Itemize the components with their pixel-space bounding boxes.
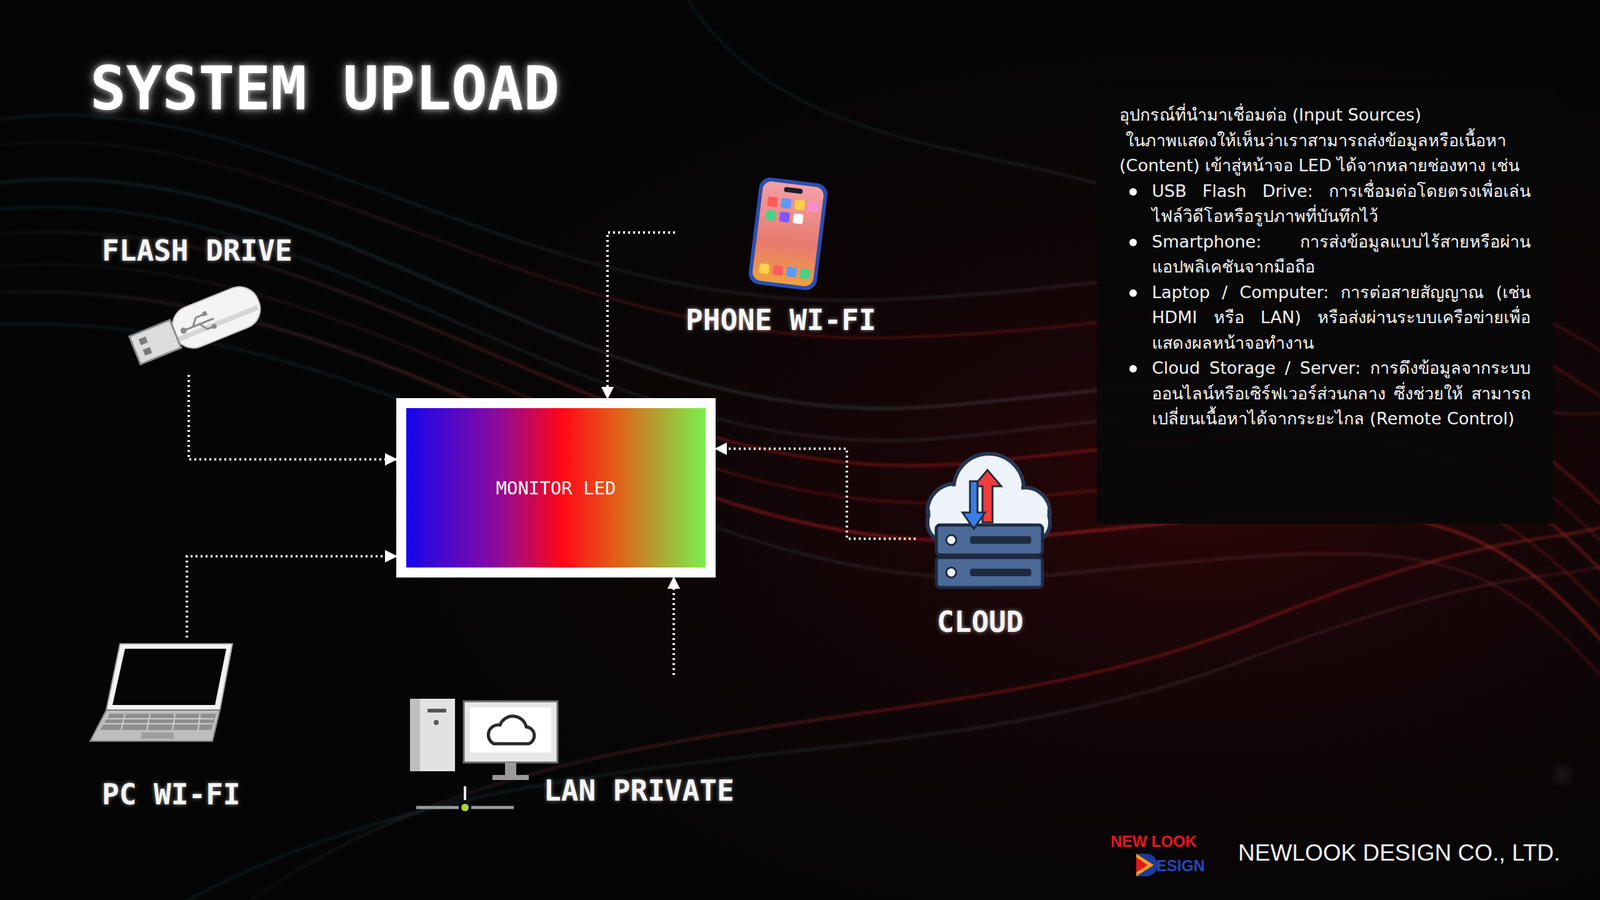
device-label: FLASH DRIVE xyxy=(101,235,293,267)
device-label: PHONE WI-FI xyxy=(685,304,877,337)
cloud-server-icon xyxy=(927,453,1050,588)
panel-heading: อุปกรณ์ที่นำมาเชื่อมต่อ (Input Sources) xyxy=(1119,102,1531,129)
diagram-title: SYSTEM UPLOAD xyxy=(90,56,560,123)
dotted-connector xyxy=(607,232,675,399)
info-panel: อุปกรณ์ที่นำมาเชื่อมต่อ (Input Sources)ใ… xyxy=(1096,83,1554,524)
lan-computer-icon xyxy=(410,698,558,812)
monitor-label: MONITOR LED xyxy=(495,477,616,499)
cloud-node: CLOUD xyxy=(915,456,1060,644)
dotted-connector xyxy=(188,375,397,460)
panel-paragraph: ในภาพแสดงให้เห็นว่าเราสามารถส่งข้อมูลหรื… xyxy=(1119,128,1531,179)
monitor-box: MONITOR LED xyxy=(396,398,716,578)
bullet-item: USB Flash Drive: การเชื่อมต่อโดยตรงเพื่อ… xyxy=(1119,178,1531,230)
monitor-screen: MONITOR LED xyxy=(406,408,706,568)
phone-icon xyxy=(747,176,829,292)
logo-mark xyxy=(1136,853,1158,877)
dotted-connector xyxy=(186,556,397,638)
flash-drive-node: FLASH DRIVE xyxy=(93,231,307,375)
device-label: CLOUD xyxy=(936,606,1024,639)
logo-text: NEW LOOK xyxy=(1110,832,1197,851)
bullet-item: Cloud Storage / Server: การดึงข้อมูลจากร… xyxy=(1119,355,1531,432)
phone-node: PHONE WI-FI xyxy=(675,171,882,341)
dotted-connector xyxy=(715,448,916,539)
bullet-item: Laptop / Computer: การต่อสายสัญญาณ (เช่น… xyxy=(1119,280,1531,357)
bullet-item: Smartphone: การส่งข้อมูลแบบไร้สายหรือผ่า… xyxy=(1119,229,1531,280)
pc-node: PC WI-FI xyxy=(87,637,246,815)
dotted-connector xyxy=(672,577,675,675)
logo-text: ESIGN xyxy=(1156,856,1205,875)
usb-icon xyxy=(126,280,267,370)
device-label: PC WI-FI xyxy=(101,778,241,811)
company-name: NEWLOOK DESIGN CO., LTD. xyxy=(1238,840,1560,867)
laptop-icon xyxy=(90,643,233,742)
lan-node: LAN PRIVATE xyxy=(403,675,744,816)
device-label: LAN PRIVATE xyxy=(543,775,735,807)
